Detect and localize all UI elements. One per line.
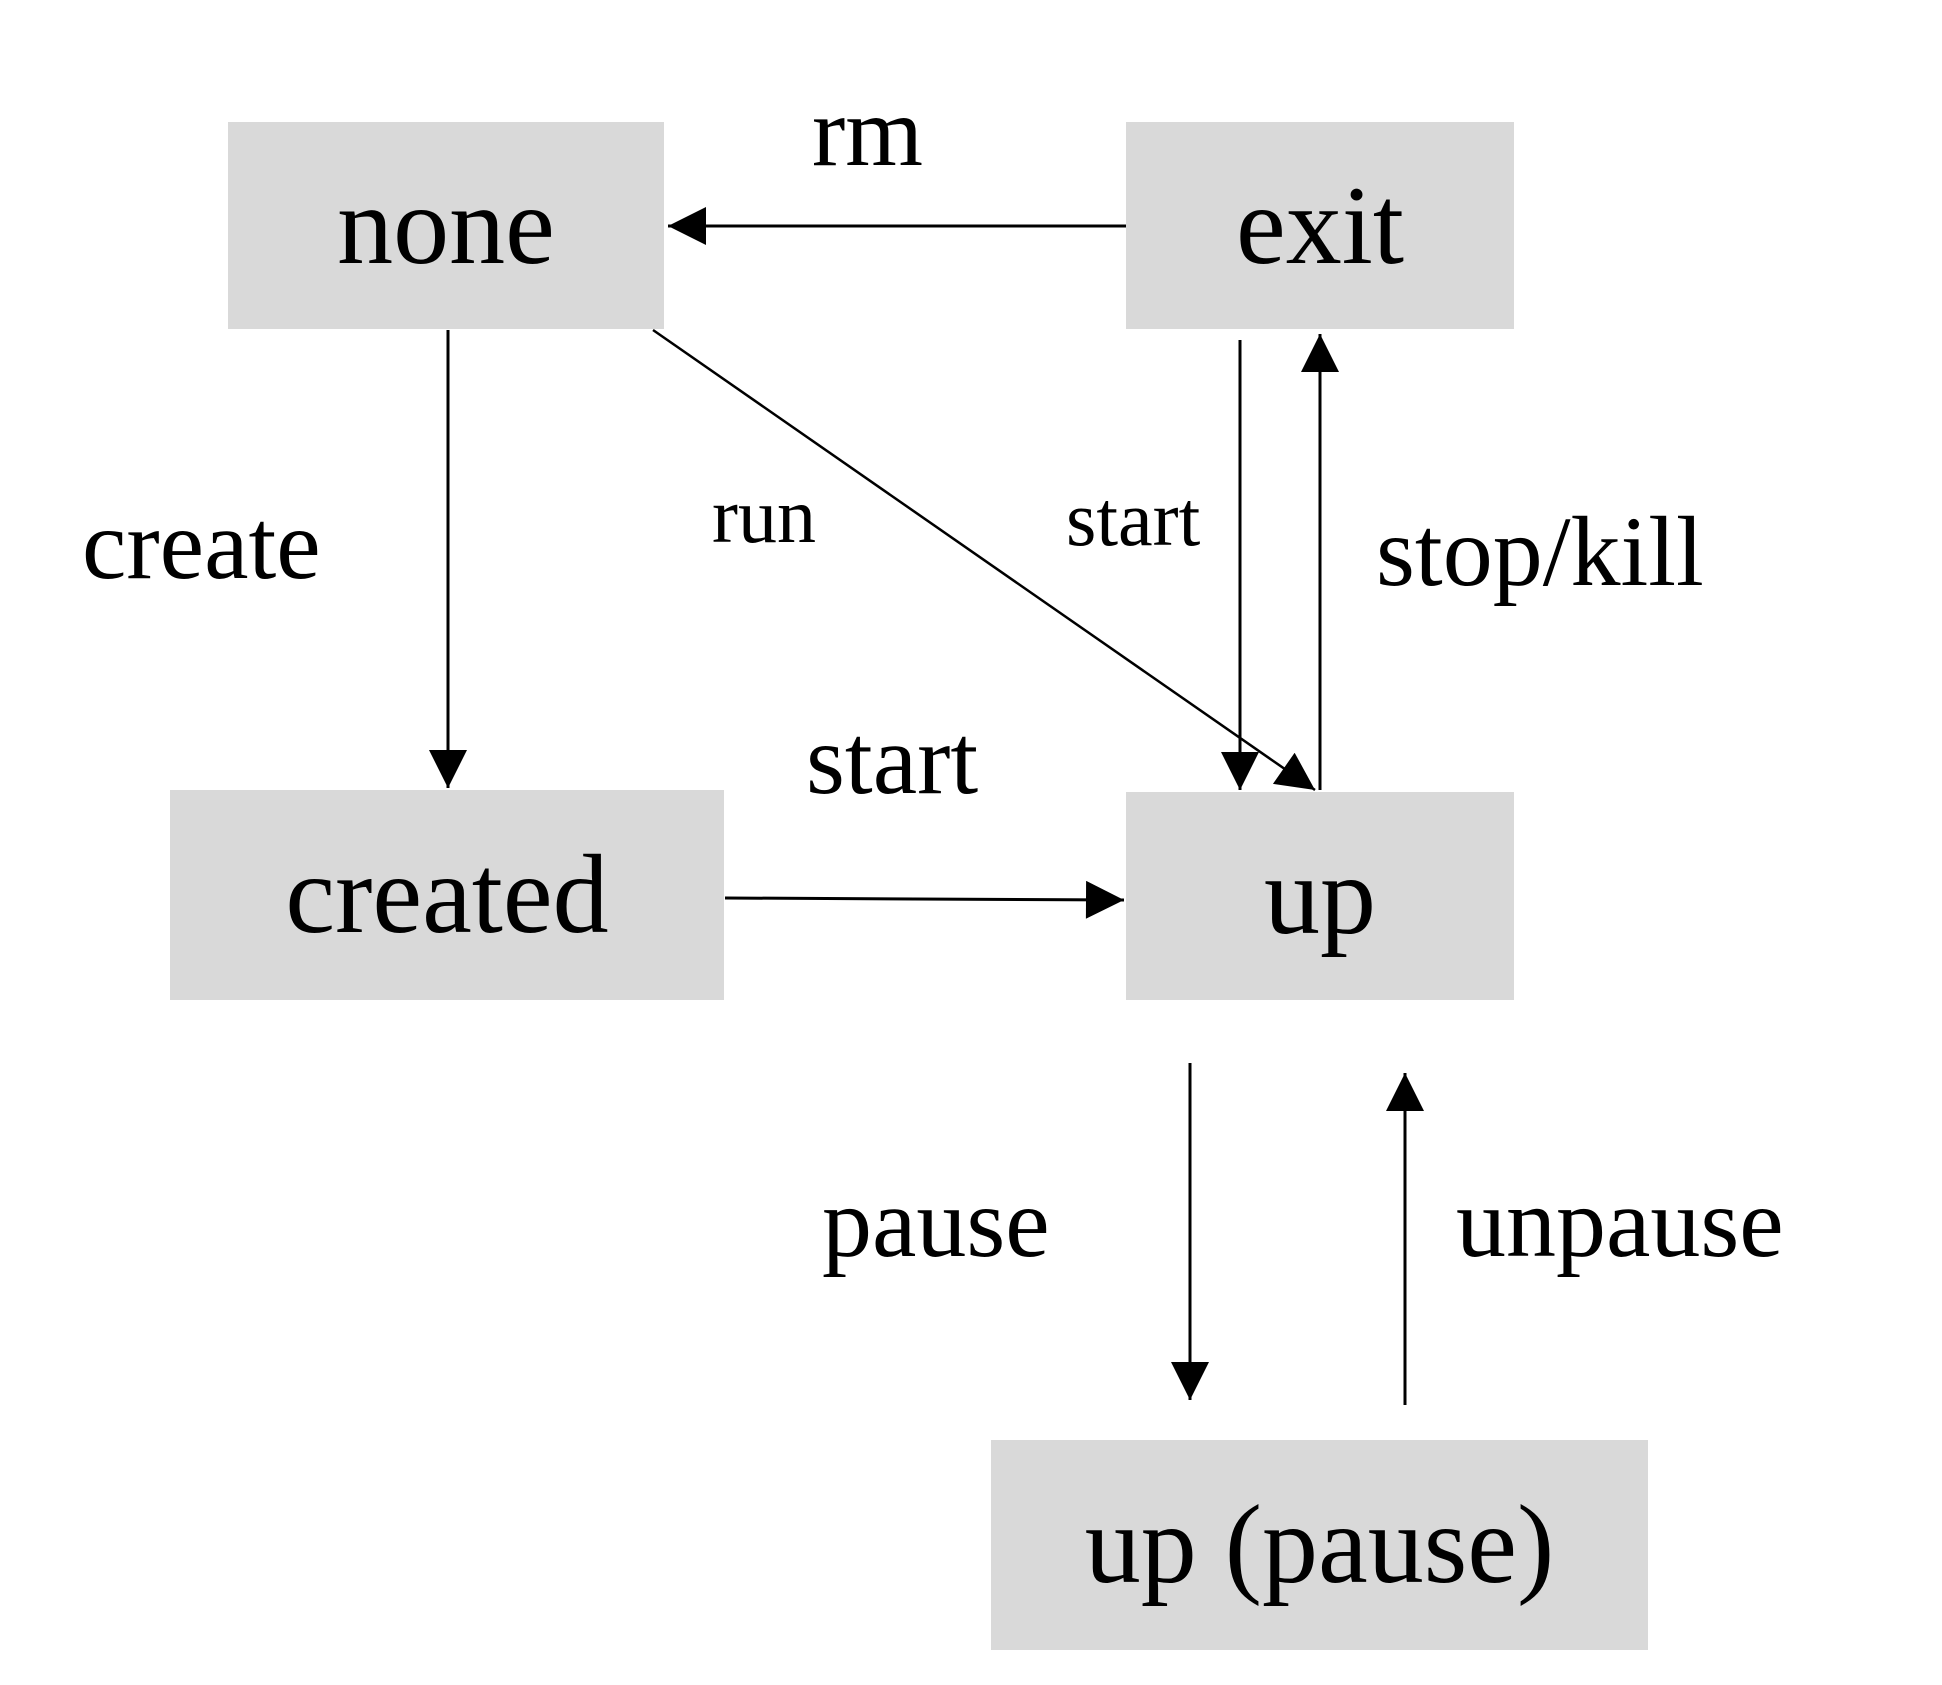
node-exit: exit <box>1126 122 1514 329</box>
node-up-pause: up (pause) <box>991 1440 1648 1650</box>
node-up-pause-label: up (pause) <box>1084 1483 1555 1607</box>
node-exit-label: exit <box>1236 163 1404 288</box>
node-none: none <box>228 122 664 329</box>
edge-label-create: create <box>82 489 321 600</box>
node-up: up <box>1126 792 1514 1000</box>
edge-label-start-created-up: start <box>806 704 979 815</box>
edge-label-start-exit-up: start <box>1066 475 1201 562</box>
edge-label-pause: pause <box>822 1167 1050 1278</box>
edge-start-created-up-arrow <box>724 880 1125 919</box>
edge-label-rm: rm <box>812 76 924 187</box>
edge-run-arrow <box>652 328 1316 792</box>
edge-label-stop-kill: stop/kill <box>1376 496 1704 607</box>
node-none-label: none <box>337 163 555 288</box>
node-up-label: up <box>1264 834 1376 958</box>
node-created: created <box>170 790 724 1000</box>
node-created-label: created <box>285 833 609 957</box>
edge-label-run: run <box>712 472 816 559</box>
edge-label-unpause: unpause <box>1456 1167 1784 1278</box>
